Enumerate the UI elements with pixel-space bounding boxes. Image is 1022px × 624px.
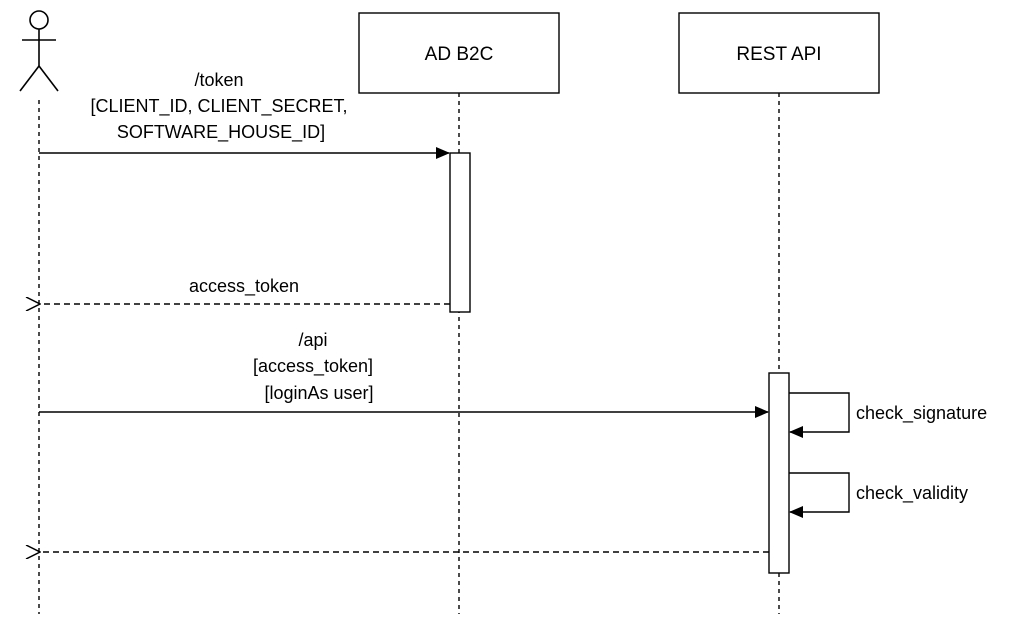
api-request-label-line3: [loginAs user] — [264, 383, 373, 403]
token-request-label-line1: /token — [194, 70, 243, 90]
participant-rest-api-label: REST API — [736, 44, 821, 65]
participant-rest-api: REST API — [678, 12, 880, 94]
actor-stick-figure-icon — [19, 10, 59, 92]
api-request-label-line1: /api — [298, 330, 327, 350]
token-request-label-line3: SOFTWARE_HOUSE_ID] — [117, 122, 325, 143]
self-message-check-signature: check_signature — [789, 392, 987, 438]
message-token-response: access_token — [40, 276, 450, 304]
api-request-label-line2: [access_token] — [253, 356, 373, 377]
participant-ad-b2c-label: AD B2C — [425, 44, 494, 65]
token-response-label: access_token — [189, 276, 299, 297]
participant-ad-b2c: AD B2C — [358, 12, 560, 94]
self-message-check-validity: check_validity — [789, 472, 968, 518]
message-api-request: /api [access_token] [loginAs user] — [39, 330, 769, 418]
activation-rest-api — [768, 372, 790, 574]
check-signature-label: check_signature — [856, 403, 987, 424]
activation-ad-b2c — [449, 152, 471, 313]
message-token-request: /token [CLIENT_ID, CLIENT_SECRET, SOFTWA… — [39, 70, 450, 159]
token-request-label-line2: [CLIENT_ID, CLIENT_SECRET, — [90, 96, 347, 117]
check-validity-label: check_validity — [856, 483, 968, 504]
